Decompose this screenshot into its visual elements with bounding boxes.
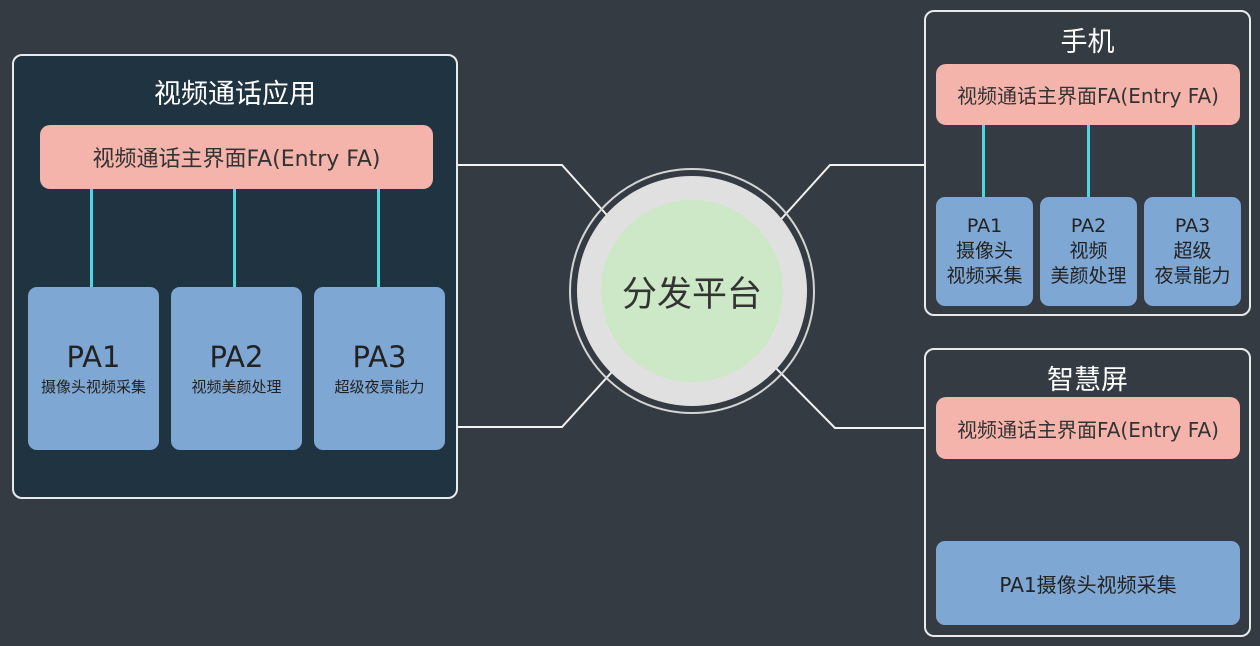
pa-box-3: PA3 超级夜景能力 [314,287,445,450]
pa-desc-line1: 摄像头 [955,240,1013,262]
phone-panel: 手机 视频通话主界面FA(Entry FA) PA1 摄像头 视频采集 PA2 … [924,10,1251,316]
smart-screen-panel: 智慧屏 视频通话主界面FA(Entry FA) PA1摄像头视频采集 [924,348,1251,637]
pa-id: PA3 [352,340,407,374]
panel-title: 视频通话应用 [154,79,316,110]
hub-label: 分发平台 [621,274,762,315]
connector-line [90,189,93,287]
panel-title: 智慧屏 [1047,365,1128,396]
pa-label: PA1摄像头视频采集 [999,572,1177,597]
connector-line [1087,125,1090,197]
pa-box-2: PA2 视频美颜处理 [171,287,302,450]
pa-box-1: PA1 摄像头视频采集 [28,287,159,450]
pa-id: PA2 [209,340,264,374]
pa-desc-line2: 美颜处理 [1050,265,1127,287]
pa-id: PA1 [966,215,1003,237]
connector-line [377,189,380,287]
connector-screen [757,349,926,429]
pa-id: PA3 [1174,215,1211,237]
video-call-app-panel: 视频通话应用 视频通话主界面FA(Entry FA) PA1 摄像头视频采集 P… [12,54,458,499]
pa-desc-line1: 视频 [1069,240,1108,262]
pa-desc: 视频美颜处理 [191,378,282,396]
entry-fa-box: 视频通话主界面FA(Entry FA) [936,397,1240,459]
pa-box-2: PA2 视频 美颜处理 [1040,197,1137,306]
distribution-platform-hub: 分发平台 [601,200,783,382]
connector-line [1192,125,1195,197]
pa-box-3: PA3 超级 夜景能力 [1144,197,1241,306]
pa-id: PA2 [1070,215,1107,237]
pa-id: PA1 [66,340,121,374]
pa-desc: 摄像头视频采集 [40,378,146,396]
pa-desc-line1: 超级 [1173,240,1212,262]
pa-box-1: PA1摄像头视频采集 [936,541,1240,625]
pa-desc-line2: 夜景能力 [1154,265,1231,287]
entry-fa-box: 视频通话主界面FA(Entry FA) [936,64,1240,125]
panel-title: 手机 [1060,27,1115,58]
pa-desc: 超级夜景能力 [334,378,425,396]
entry-fa-box: 视频通话主界面FA(Entry FA) [40,125,433,189]
connector-line [233,189,236,287]
connector-line [982,125,985,197]
pa-desc-line2: 视频采集 [946,265,1023,287]
pa-box-1: PA1 摄像头 视频采集 [936,197,1033,306]
hub-outer-ring [569,168,815,414]
